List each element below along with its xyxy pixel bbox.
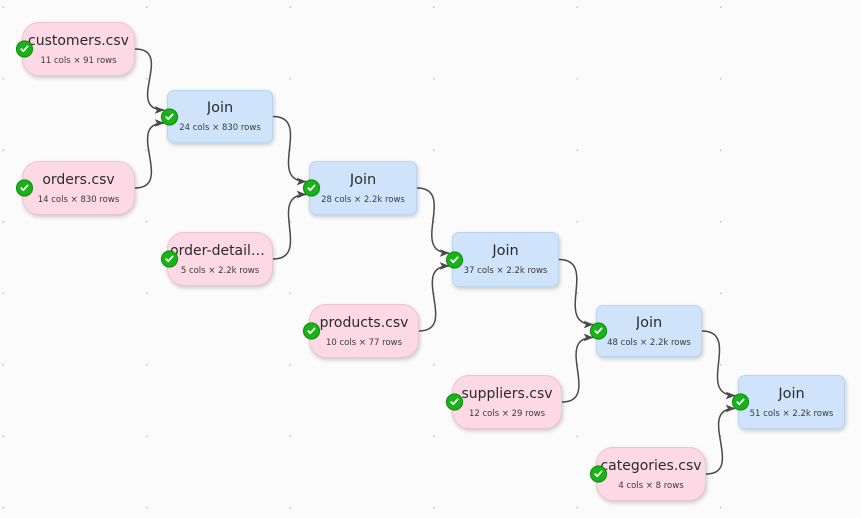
node-suppliers[interactable]: suppliers.csv 12 cols × 29 rows xyxy=(446,375,562,429)
edge-customers-to-join1[interactable] xyxy=(134,48,165,114)
node-join2[interactable]: Join 28 cols × 2.2k rows xyxy=(303,161,417,215)
node-join1[interactable]: Join 24 cols × 830 rows xyxy=(161,90,273,143)
node-shape-label: 14 cols × 830 rows xyxy=(37,194,120,205)
check-circle-icon xyxy=(303,322,320,340)
check-circle-icon xyxy=(16,179,33,197)
node-shape-label: 11 cols × 91 rows xyxy=(40,55,117,66)
node-title: categories.csv xyxy=(600,457,702,474)
edge-join1-to-join2[interactable] xyxy=(272,115,307,186)
edge-orders-to-join1[interactable] xyxy=(134,119,165,189)
node-join5[interactable]: Join 51 cols × 2.2k rows xyxy=(732,375,845,429)
edge-join4-to-join5[interactable] xyxy=(701,330,736,400)
check-circle-icon xyxy=(16,40,33,58)
node-title: Join xyxy=(349,171,377,188)
node-title: Join xyxy=(206,100,234,116)
node-shape-label: 24 cols × 830 rows xyxy=(179,123,261,133)
check-circle-icon xyxy=(446,393,463,411)
node-order-details[interactable]: order-details.... 5 cols × 2.2k rows xyxy=(161,232,273,286)
node-shape-label: 12 cols × 29 rows xyxy=(468,408,546,419)
node-shape-label: 51 cols × 2.2k rows xyxy=(749,408,834,419)
node-shape-label: 28 cols × 2.2k rows xyxy=(321,194,405,205)
node-shape-label: 10 cols × 77 rows xyxy=(325,337,403,348)
node-join4[interactable]: Join 48 cols × 2.2k rows xyxy=(590,305,702,357)
node-title: orders.csv xyxy=(42,171,115,188)
edge-suppliers-to-join4[interactable] xyxy=(561,333,594,403)
edge-join3-to-join4[interactable] xyxy=(558,258,594,329)
node-title: Join xyxy=(492,243,519,259)
edge-join2-to-join3[interactable] xyxy=(416,187,450,257)
edge-products-to-join3[interactable] xyxy=(418,262,450,332)
node-title: products.csv xyxy=(319,314,409,331)
node-title: order-details.... xyxy=(170,242,270,259)
node-products[interactable]: products.csv 10 cols × 77 rows xyxy=(303,304,419,358)
node-customers[interactable]: customers.csv 11 cols × 91 rows xyxy=(16,22,135,76)
edge-categories-to-join5[interactable] xyxy=(705,404,736,475)
check-circle-icon xyxy=(590,322,607,340)
node-shape-label: 4 cols × 8 rows xyxy=(618,480,684,491)
edge-order-details-to-join2[interactable] xyxy=(272,190,307,260)
node-title: Join xyxy=(778,385,805,402)
check-circle-icon xyxy=(303,179,320,197)
node-shape-label: 48 cols × 2.2k rows xyxy=(607,337,691,348)
node-join3[interactable]: Join 37 cols × 2.2k rows xyxy=(446,232,559,287)
node-shape-label: 37 cols × 2.2k rows xyxy=(463,266,548,276)
node-categories[interactable]: categories.csv 4 cols × 8 rows xyxy=(590,447,706,501)
check-circle-icon xyxy=(161,108,178,125)
check-circle-icon xyxy=(161,250,178,268)
check-circle-icon xyxy=(590,465,607,483)
node-title: Join xyxy=(635,314,663,331)
node-orders[interactable]: orders.csv 14 cols × 830 rows xyxy=(16,161,135,215)
node-title: suppliers.csv xyxy=(461,385,553,402)
node-shape-label: 5 cols × 2.2k rows xyxy=(180,265,260,276)
check-circle-icon xyxy=(446,251,463,268)
node-title: customers.csv xyxy=(28,32,129,49)
check-circle-icon xyxy=(732,393,749,411)
